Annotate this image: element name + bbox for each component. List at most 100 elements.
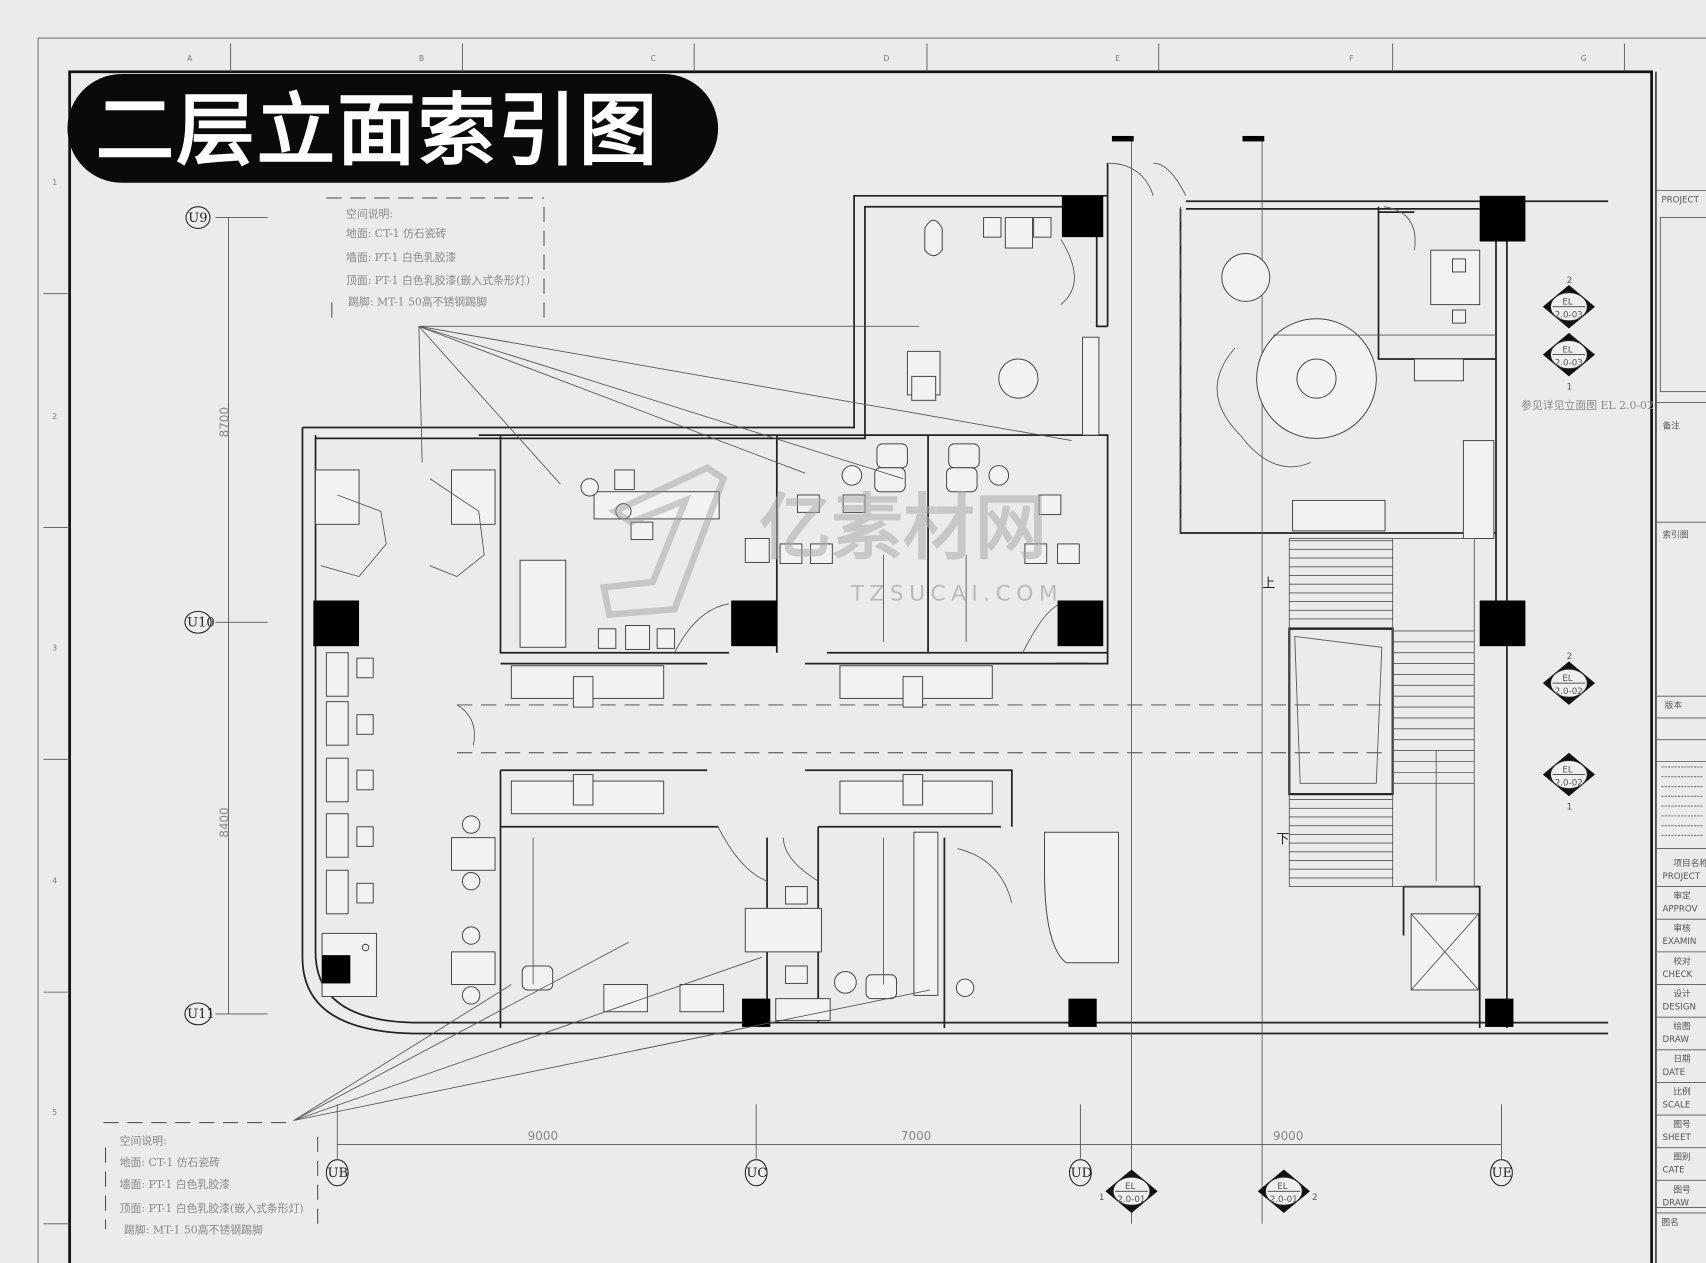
tb-row-en: CATE bbox=[1662, 1166, 1684, 1176]
column bbox=[322, 955, 351, 984]
svg-text:U9: U9 bbox=[188, 211, 207, 226]
index-leader bbox=[418, 326, 423, 463]
round-furniture bbox=[988, 465, 1010, 486]
notes-top-line: 墙面: PT-1 白色乳胶漆 bbox=[346, 250, 456, 264]
furniture-item bbox=[1057, 543, 1080, 564]
round-furniture bbox=[841, 465, 863, 486]
svg-text:2.0-01: 2.0-01 bbox=[1270, 1195, 1298, 1205]
elevation-marker: EL2.0-031 bbox=[1542, 332, 1596, 392]
wall-segment bbox=[302, 194, 1108, 429]
furniture-item bbox=[1292, 499, 1386, 532]
notes-bottom-line: 顶面: PT-1 白色乳胶漆(嵌入式条形灯) bbox=[120, 1201, 304, 1215]
svg-text:EL: EL bbox=[1277, 1182, 1287, 1192]
tb-row-cn: 图号 bbox=[1673, 1119, 1691, 1130]
svg-text:1: 1 bbox=[1567, 802, 1573, 812]
tb-row-en: SHEET bbox=[1662, 1133, 1691, 1143]
column bbox=[731, 600, 777, 647]
notes-bottom-line: 踢脚: MT-1 50高不锈钢踢脚 bbox=[124, 1223, 263, 1237]
tb-row-en: DRAW bbox=[1662, 1198, 1689, 1208]
grid-letter: C bbox=[651, 54, 656, 63]
column bbox=[1068, 998, 1097, 1027]
notes-top-line: 踢脚: MT-1 50高不锈钢踢脚 bbox=[348, 295, 487, 309]
svg-text:EL: EL bbox=[1562, 298, 1572, 308]
tb-drawing-name: 图名 bbox=[1661, 1216, 1678, 1228]
door-swing bbox=[674, 603, 730, 653]
stair-outline bbox=[1288, 538, 1475, 888]
door-swing bbox=[717, 826, 768, 882]
watermark-logo bbox=[599, 464, 728, 619]
index-leader bbox=[293, 984, 512, 1121]
axis-bubble-ub: UB bbox=[325, 1159, 349, 1187]
furniture-item bbox=[911, 375, 937, 401]
svg-text:2.0-02: 2.0-02 bbox=[1555, 778, 1583, 788]
grid-letter: A bbox=[187, 54, 193, 63]
stair-up-label: 上 bbox=[1262, 576, 1275, 591]
title-banner bbox=[67, 73, 719, 183]
furniture-item bbox=[1082, 336, 1100, 436]
column bbox=[1479, 600, 1526, 647]
tb-row-cn: 比例 bbox=[1673, 1085, 1691, 1097]
furniture-item bbox=[1462, 440, 1495, 539]
furniture-item bbox=[785, 965, 808, 984]
furniture-item bbox=[913, 831, 939, 996]
furniture-item bbox=[451, 951, 496, 985]
door-swing bbox=[1383, 206, 1416, 251]
bathtub bbox=[924, 219, 943, 257]
notes-bottom-line: 墙面: PT-1 白色乳胶漆 bbox=[120, 1177, 230, 1191]
furniture-item bbox=[325, 813, 349, 858]
tb-row-cn: 审定 bbox=[1673, 890, 1691, 902]
svg-text:UD: UD bbox=[1071, 1166, 1092, 1181]
elevation-marker: EL 2.0-01 2 bbox=[1257, 1169, 1318, 1213]
round-furniture bbox=[955, 978, 975, 997]
elevation-marker: EL2.0-022 bbox=[1542, 652, 1596, 705]
axis-bubble-uc: UC bbox=[744, 1159, 768, 1187]
svg-text:EL: EL bbox=[1562, 345, 1572, 355]
tb-version: 版本 bbox=[1665, 699, 1683, 711]
furniture-item bbox=[744, 907, 822, 953]
dimension-lines bbox=[215, 217, 1502, 1159]
wall-segment bbox=[1095, 163, 1109, 328]
furniture-item bbox=[451, 837, 496, 871]
notes-bottom-line: 地面: CT-1 仿石瓷砖 bbox=[120, 1155, 221, 1169]
dim-horizontal-3: 9000 bbox=[1273, 1129, 1303, 1143]
furniture-item bbox=[451, 469, 496, 525]
furniture-item bbox=[325, 701, 349, 746]
furniture-item bbox=[656, 628, 676, 649]
tb-row-en: SCALE bbox=[1662, 1100, 1690, 1110]
furniture-item bbox=[325, 757, 349, 803]
furniture-item bbox=[983, 217, 1002, 238]
svg-text:2.0-01: 2.0-01 bbox=[1117, 1195, 1145, 1205]
grid-number: 2 bbox=[52, 412, 57, 421]
tb-row-cn: 校对 bbox=[1673, 955, 1691, 967]
page-title: 二层立面索引图 bbox=[96, 86, 660, 177]
furniture-item bbox=[325, 869, 349, 915]
svg-text:U10: U10 bbox=[187, 616, 215, 631]
svg-text:UC: UC bbox=[746, 1166, 767, 1181]
dim-vertical-2: 8400 bbox=[217, 807, 231, 837]
grid-number: 4 bbox=[52, 876, 57, 885]
furniture-item bbox=[775, 998, 831, 1021]
chair bbox=[946, 467, 978, 493]
elevator-cross bbox=[1410, 913, 1479, 991]
tb-remarks: 备注 bbox=[1662, 420, 1680, 432]
furniture-item bbox=[679, 984, 725, 1013]
grid-letter: E bbox=[1115, 54, 1120, 63]
elevation-markers: EL2.0-032EL2.0-031EL2.0-022EL2.0-021EL2.… bbox=[1099, 276, 1596, 1213]
dim-horizontal-2: 7000 bbox=[901, 1129, 931, 1143]
grid-letter: G bbox=[1581, 54, 1587, 63]
section-marker bbox=[1111, 135, 1134, 142]
furniture-item bbox=[614, 469, 635, 491]
notes-top-line: 顶面: PT-1 白色乳胶漆(嵌入式条形灯) bbox=[346, 273, 530, 287]
furniture-item bbox=[902, 774, 924, 806]
round-furniture bbox=[461, 986, 481, 1005]
furniture-item bbox=[797, 494, 820, 513]
door-swing bbox=[1107, 162, 1154, 196]
furniture-item bbox=[572, 774, 594, 806]
column bbox=[1485, 998, 1514, 1027]
curved-sofa bbox=[1216, 347, 1312, 468]
notes-bottom: 空间说明: 地面: CT-1 仿石瓷砖 墙面: PT-1 白色乳胶漆 顶面: P… bbox=[103, 1122, 319, 1237]
grid-letter: F bbox=[1349, 54, 1353, 63]
column bbox=[1057, 600, 1104, 647]
svg-text:2: 2 bbox=[1312, 1193, 1318, 1203]
